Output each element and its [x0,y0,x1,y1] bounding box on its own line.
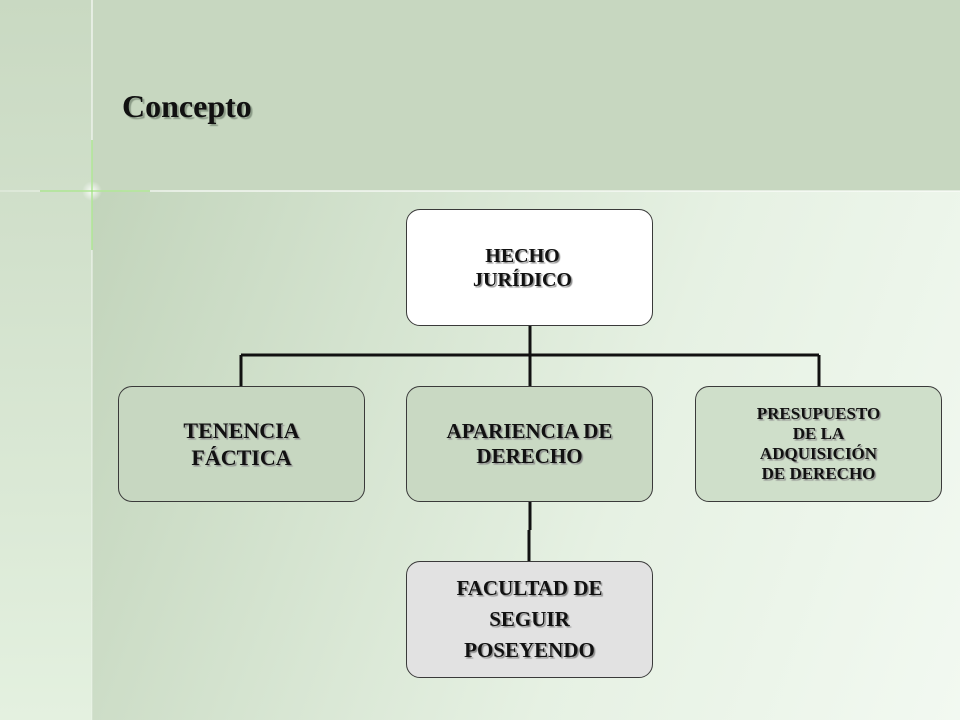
page-title: Concepto [122,88,252,124]
horizontal-divider [0,190,960,192]
node-apariencia-derecho-label: APARIENCIA DE DERECHO [446,419,613,468]
node-presupuesto: PRESUPUESTO DE LA ADQUISICIÓN DE DERECHO [695,386,942,502]
node-facultad-label: FACULTAD DE SEGUIR POSEYENDO [456,576,603,662]
node-tenencia-factica-label: TENENCIA FÁCTICA [183,418,300,470]
header-band [92,0,960,191]
node-hecho-juridico: HECHO JURÍDICO [406,209,653,326]
node-presupuesto-label: PRESUPUESTO DE LA ADQUISICIÓN DE DERECHO [756,404,881,483]
node-tenencia-factica: TENENCIA FÁCTICA [118,386,365,502]
left-band [0,0,92,720]
vertical-divider [91,0,93,720]
node-hecho-juridico-label: HECHO JURÍDICO [473,244,572,291]
node-facultad: FACULTAD DE SEGUIR POSEYENDO [406,561,653,678]
node-apariencia-derecho: APARIENCIA DE DERECHO [406,386,653,502]
